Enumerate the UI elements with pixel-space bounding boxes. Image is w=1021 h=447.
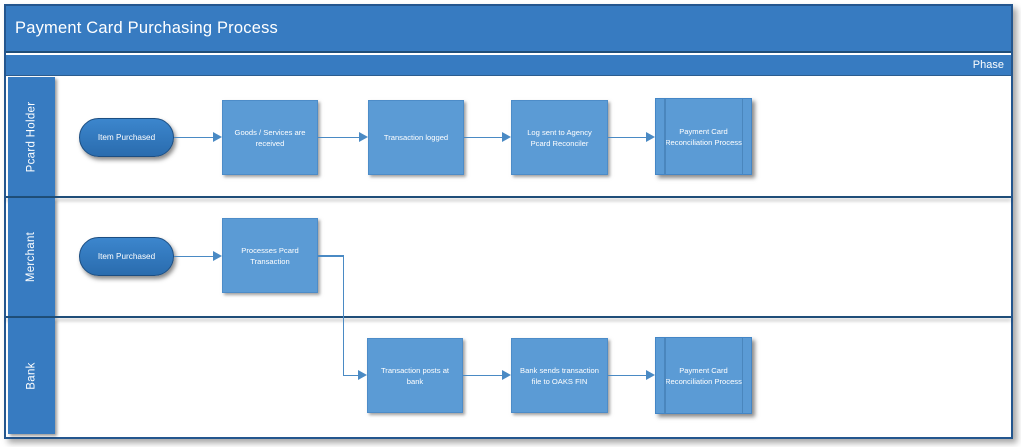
connector-line: [608, 374, 646, 376]
process-transaction-logged[interactable]: Transaction logged: [368, 100, 464, 175]
connector-line: [174, 255, 213, 257]
node-label: Payment Card Reconciliation Process: [665, 126, 742, 147]
arrowhead-icon: [502, 370, 511, 380]
lane-divider: [6, 196, 1011, 198]
node-label: Goods / Services are received: [234, 127, 306, 148]
flowchart-frame: Payment Card Purchasing Process Phase Pc…: [4, 4, 1013, 439]
node-label: Item Purchased: [97, 251, 156, 261]
process-bank-sends-file-oaks-fin[interactable]: Bank sends transaction file to OAKS FIN: [511, 338, 608, 413]
lane-divider: [6, 316, 1011, 318]
arrowhead-icon: [213, 251, 222, 261]
lane-label-text: Pcard Holder: [25, 101, 38, 172]
connector-line: [464, 136, 502, 138]
phase-band: Phase: [6, 55, 1011, 76]
phase-label: Phase: [972, 59, 1004, 71]
node-label: Transaction posts at bank: [380, 365, 450, 386]
connector-line: [342, 374, 360, 376]
lane-label-merchant[interactable]: Merchant: [8, 198, 55, 316]
node-label: Processes Pcard Transaction: [241, 245, 299, 266]
arrowhead-icon: [358, 370, 367, 380]
node-label: Payment Card Reconciliation Process: [665, 365, 742, 386]
lane-label-bank[interactable]: Bank: [8, 318, 55, 434]
process-goods-services-received[interactable]: Goods / Services are received: [222, 100, 318, 175]
arrowhead-icon: [646, 132, 655, 142]
node-label: Log sent to Agency Pcard Reconciler: [527, 127, 592, 148]
connector-line: [318, 255, 344, 257]
arrowhead-icon: [213, 132, 222, 142]
connector-line: [318, 136, 359, 138]
arrowhead-icon: [646, 370, 655, 380]
lane-label-text: Bank: [25, 362, 38, 390]
arrowhead-icon: [502, 132, 511, 142]
connector-line: [342, 255, 344, 375]
terminator-item-purchased-merchant[interactable]: Item Purchased: [79, 237, 174, 276]
diagram-title-band: Payment Card Purchasing Process: [6, 6, 1011, 53]
connector-line: [174, 136, 213, 138]
node-label: Bank sends transaction file to OAKS FIN: [520, 365, 599, 386]
node-label: Item Purchased: [97, 132, 156, 142]
page-title: Payment Card Purchasing Process: [15, 19, 278, 37]
connector-line: [608, 136, 646, 138]
subprocess-payment-card-reconciliation-pcard[interactable]: Payment Card Reconciliation Process: [655, 98, 752, 175]
terminator-item-purchased-pcard[interactable]: Item Purchased: [79, 118, 174, 157]
arrowhead-icon: [359, 132, 368, 142]
connector-line: [463, 374, 502, 376]
process-log-sent-to-reconciler[interactable]: Log sent to Agency Pcard Reconciler: [511, 100, 608, 175]
process-transaction-posts-at-bank[interactable]: Transaction posts at bank: [367, 338, 463, 413]
node-label: Transaction logged: [383, 133, 449, 142]
process-processes-pcard-transaction[interactable]: Processes Pcard Transaction: [222, 218, 318, 293]
lane-label-text: Merchant: [25, 231, 38, 283]
lane-label-pcard-holder[interactable]: Pcard Holder: [8, 77, 55, 196]
subprocess-payment-card-reconciliation-bank[interactable]: Payment Card Reconciliation Process: [655, 337, 752, 414]
